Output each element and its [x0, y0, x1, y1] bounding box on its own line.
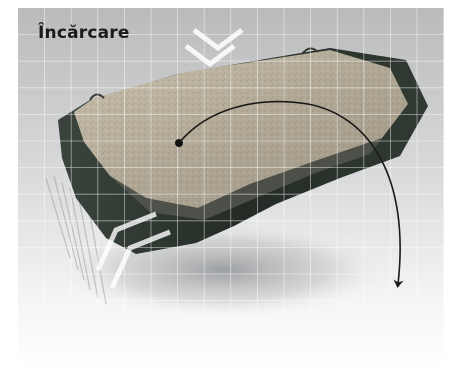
diagram-title: Încărcare: [38, 23, 130, 43]
diagram-canvas: [18, 8, 444, 368]
diagram-stage: Încărcare: [18, 8, 444, 368]
